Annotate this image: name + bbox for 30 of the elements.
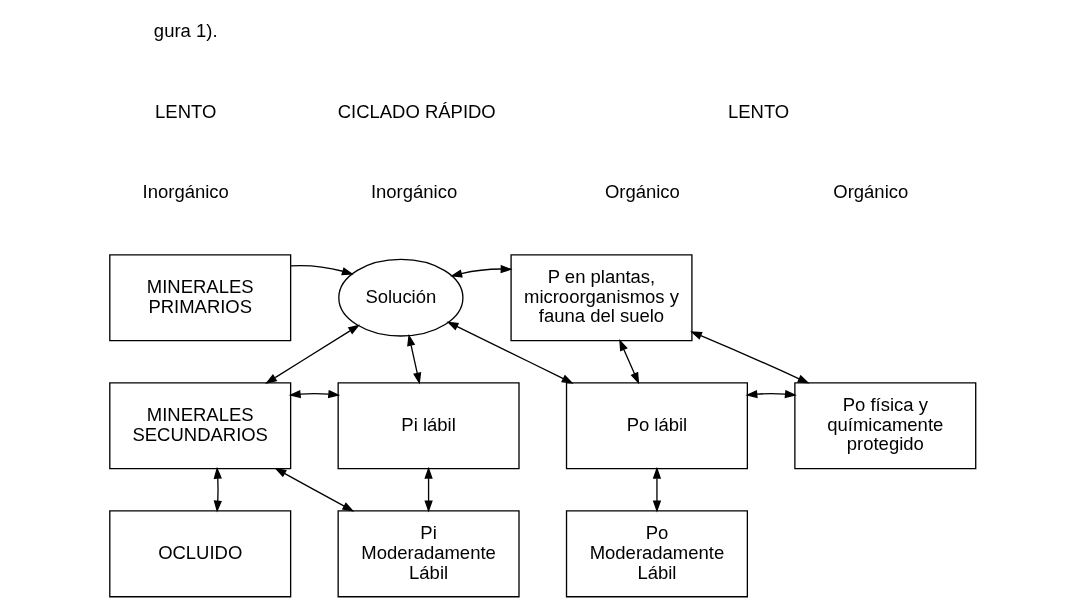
node-box: Po lábil bbox=[565, 382, 748, 470]
arrow bbox=[618, 338, 639, 385]
arrow bbox=[289, 264, 354, 276]
label: CICLADO RÁPIDO bbox=[337, 100, 496, 122]
arrow bbox=[423, 466, 433, 513]
arrow bbox=[446, 321, 574, 384]
arrow bbox=[288, 389, 340, 399]
label: Inorgánico bbox=[370, 181, 457, 203]
arrow bbox=[689, 331, 810, 384]
arrow bbox=[745, 389, 797, 399]
label: LENTO bbox=[154, 100, 216, 122]
arrow bbox=[652, 466, 661, 513]
node-box: MINERALES SECUNDARIOS bbox=[108, 382, 291, 470]
node-box: MINERALES PRIMARIOS bbox=[108, 254, 291, 342]
label: gura 1). bbox=[153, 20, 218, 42]
arrow bbox=[406, 334, 421, 385]
node-box: Pi Moderadamente Lábil bbox=[337, 510, 520, 598]
label: Orgánico bbox=[832, 181, 908, 203]
arrow bbox=[264, 324, 360, 384]
label: LENTO bbox=[727, 100, 789, 122]
node-box: Pi lábil bbox=[337, 382, 520, 470]
label: Inorgánico bbox=[142, 181, 229, 203]
arrow bbox=[213, 466, 222, 513]
node-box: Po Moderadamente Lábil bbox=[565, 510, 748, 598]
node-box: OCLUIDO bbox=[108, 510, 291, 598]
arrow bbox=[449, 264, 512, 278]
node-box: P en plantas, microorganismos y fauna del suelo bbox=[509, 254, 693, 342]
label: Orgánico bbox=[604, 181, 680, 203]
node-box: Po física y químicamente protegido bbox=[793, 382, 976, 470]
arrow bbox=[274, 467, 354, 512]
